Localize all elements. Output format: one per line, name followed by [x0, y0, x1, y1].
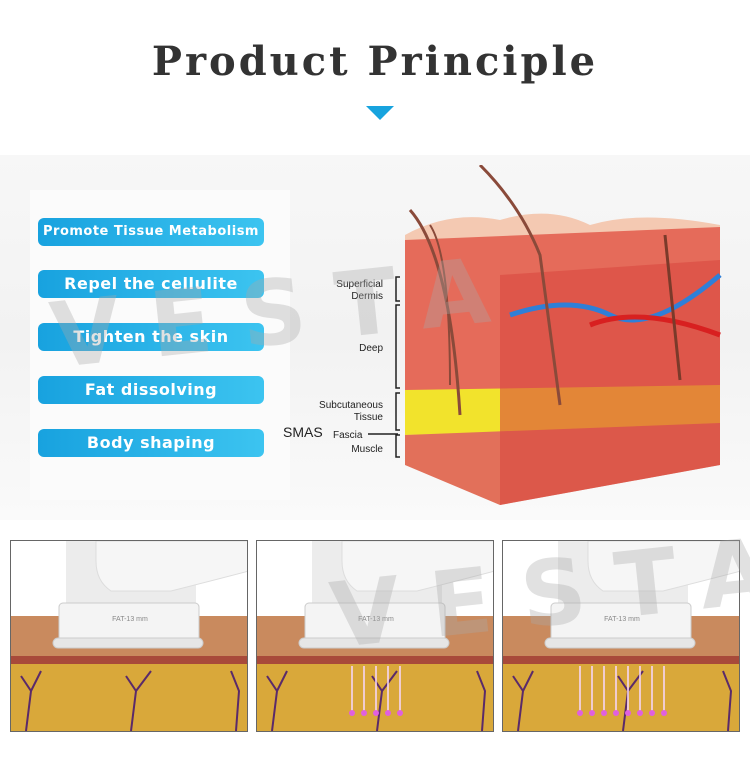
down-triangle-icon — [366, 106, 394, 120]
focus-dot — [649, 710, 655, 716]
treatment-panel: FAT-13 mm — [10, 540, 248, 732]
treatment-illustration — [11, 541, 247, 731]
focus-dot — [625, 710, 631, 716]
cartridge-label: FAT-13 mm — [112, 616, 148, 623]
focus-dot — [361, 710, 367, 716]
focus-dot — [385, 710, 391, 716]
benefit-pill: Promote Tissue Metabolism — [38, 218, 264, 246]
page-title: Product Principle — [151, 38, 599, 85]
focus-dot — [589, 710, 595, 716]
benefit-pill: Tighten the skin — [38, 323, 264, 351]
focus-dot — [577, 710, 583, 716]
label-fascia: Fascia — [333, 430, 363, 441]
skin-diagram — [405, 165, 722, 505]
label-deep: Deep — [359, 343, 383, 354]
benefit-pill: Body shaping — [38, 429, 264, 457]
benefit-pill: Fat dissolving — [38, 376, 264, 404]
focus-dot — [373, 710, 379, 716]
label-muscle: Muscle — [351, 444, 383, 455]
focus-dot — [661, 710, 667, 716]
treatment-panel: FAT-13 mm — [256, 540, 494, 732]
label-superficial-dermis: Superficial Dermis — [336, 279, 383, 302]
treatment-illustration — [257, 541, 493, 731]
focus-dot — [397, 710, 403, 716]
focus-dot — [349, 710, 355, 716]
focus-dot — [637, 710, 643, 716]
label-smas: SMAS — [283, 424, 323, 440]
layer-brackets — [368, 276, 400, 458]
treatment-illustration — [503, 541, 739, 731]
label-subcutaneous: Subcutaneous Tissue — [319, 400, 383, 423]
focus-dot — [601, 710, 607, 716]
benefit-pill: Repel the cellulite — [38, 270, 264, 298]
focus-dot — [613, 710, 619, 716]
cartridge-label: FAT-13 mm — [604, 616, 640, 623]
treatment-panel: FAT-13 mm — [502, 540, 740, 732]
cartridge-label: FAT-13 mm — [358, 616, 394, 623]
